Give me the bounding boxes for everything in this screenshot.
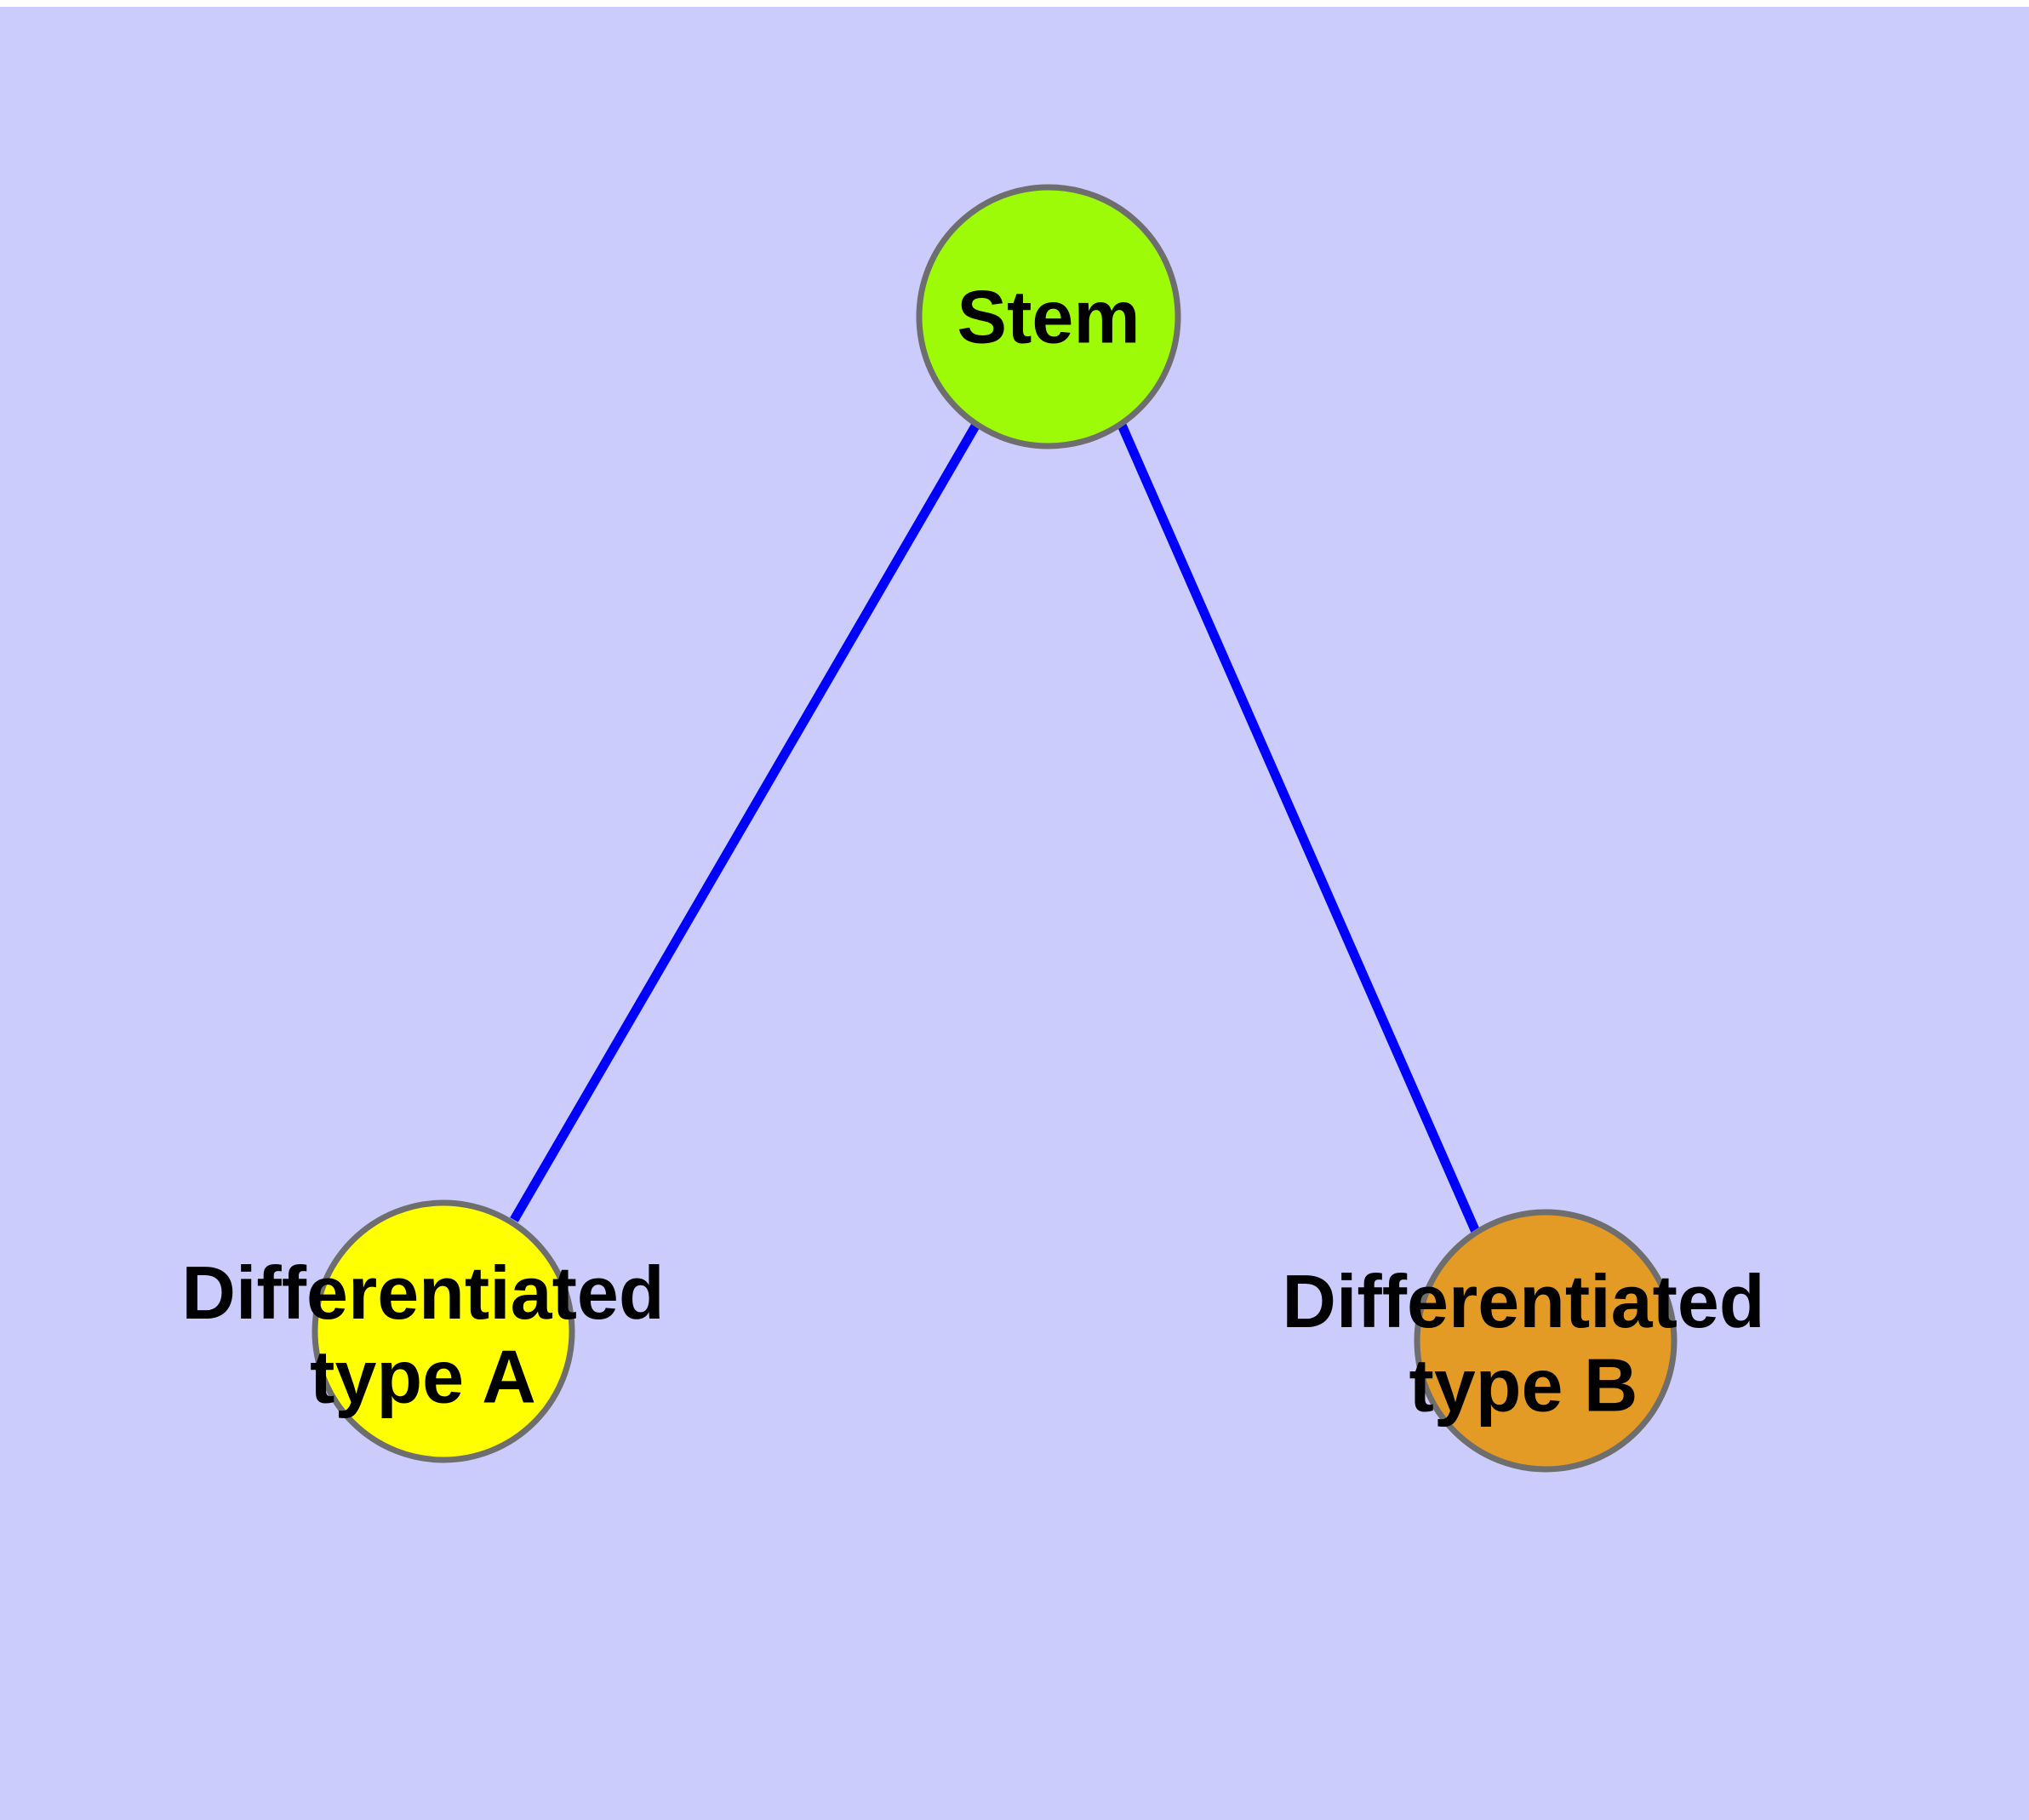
edge-stem-to-differentiated-type-b[interactable] [1116, 421, 1481, 1234]
node-differentiated-type-b[interactable] [1414, 1209, 1677, 1473]
node-stem[interactable] [916, 184, 1181, 449]
node-label-line: type B [1409, 1343, 1638, 1428]
node-label-line: type A [310, 1335, 536, 1419]
edge-stem-to-differentiated-type-a[interactable] [510, 421, 981, 1222]
node-label-line: Differentiated [1282, 1259, 1764, 1343]
node-label-line: Stem [957, 275, 1140, 359]
node-differentiated-type-a[interactable] [311, 1199, 575, 1463]
node-label-line: Differentiated [181, 1251, 664, 1335]
node-layer [311, 184, 1677, 1473]
edge-layer [510, 421, 1481, 1234]
node-label-stem: Stem [957, 275, 1140, 359]
